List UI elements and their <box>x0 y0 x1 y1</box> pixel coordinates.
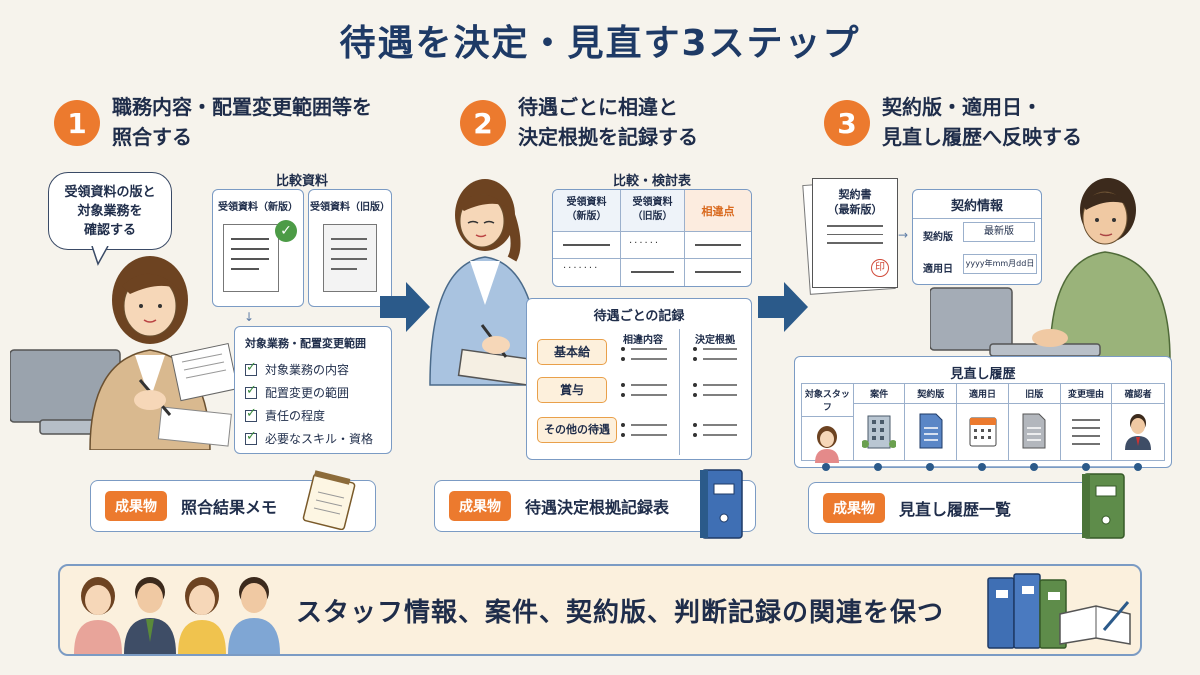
reason-lines-icon <box>1071 419 1100 445</box>
woman-writing-illustration <box>429 179 545 388</box>
arrow-right-icon <box>380 282 430 332</box>
contract-info-card: 契約情報 契約版 最新版 適用日 yyyy年mm月dd日 <box>912 189 1042 285</box>
check-item: 必要なスキル・資格 <box>245 429 381 447</box>
check-item: 責任の程度 <box>245 406 381 424</box>
step-2-title: 待遇ごとに相違と 決定根拠を記録する <box>518 95 698 149</box>
reviewer-icon <box>1125 414 1152 450</box>
scope-checklist: 対象業務・配置変更範囲 対象業務の内容 配置変更の範囲 責任の程度 必要なスキル… <box>234 326 392 454</box>
notepad-icon <box>302 470 356 530</box>
bottom-message: スタッフ情報、案件、契約版、判断記録の関連を保つ <box>296 598 945 628</box>
record-item-bonus: 賞与 <box>537 377 607 403</box>
compare-docs-title: 比較資料 <box>275 174 328 189</box>
compare-table: 受領資料（新版） 受領資料（旧版） 相違点 ······ ······· <box>552 189 752 287</box>
step-3-number: 3 <box>824 100 870 146</box>
record-lines-icon <box>621 347 737 437</box>
step-1-title: 職務内容・配置変更範囲等を 照合する <box>112 95 372 149</box>
binders-and-notebook-icon <box>987 573 1131 649</box>
team-people-icon <box>74 577 280 654</box>
calendar-icon <box>969 417 997 447</box>
binder-green-icon <box>1082 473 1125 539</box>
right-small-arrow-icon: → <box>898 228 909 242</box>
page-title: 待遇を決定・見直す3ステップ <box>339 23 861 64</box>
timeline-dots-icon <box>822 463 1142 471</box>
woman-reading-illustration <box>10 256 239 450</box>
doc-new-card: 受領資料（新版） ✓ <box>212 189 304 307</box>
doc-old-card: 受領資料（旧版） <box>308 189 392 307</box>
binder-blue-icon <box>700 469 743 539</box>
staff-woman-icon <box>815 426 840 463</box>
record-box: 待遇ごとの記録 相違内容 決定根拠 基本給 賞与 その他の待遇 <box>526 298 752 460</box>
step-2-number: 2 <box>460 100 506 146</box>
check-item: 配置変更の範囲 <box>245 383 381 401</box>
document-blue-icon <box>919 413 943 449</box>
stamp-icon: 印 <box>871 259 889 277</box>
checkmark-icon: ✓ <box>275 220 297 242</box>
compare-table-title: 比較・検討表 <box>612 174 691 189</box>
check-item: 対象業務の内容 <box>245 360 381 378</box>
man-laptop-illustration <box>930 178 1171 360</box>
step-1-number: 1 <box>54 100 100 146</box>
step-3-title: 契約版・適用日・ 見直し履歴へ反映する <box>882 95 1082 149</box>
building-icon <box>861 415 898 449</box>
deliverable-3: 成果物 見直し履歴一覧 <box>808 482 1098 534</box>
down-arrow-icon: ↓ <box>244 310 255 324</box>
record-item-base-pay: 基本給 <box>537 339 607 365</box>
history-table: 見直し履歴 対象スタッフ 案件 契約版 適用日 <box>794 356 1172 468</box>
record-item-other: その他の待遇 <box>537 417 617 443</box>
document-gray-icon <box>1022 413 1046 449</box>
arrow-right-icon <box>758 282 808 332</box>
contract-doc: 契約書 （最新版） 印 <box>812 178 898 288</box>
bubble-tail-icon <box>91 246 109 266</box>
speech-bubble: 受領資料の版と 対象業務を 確認する <box>48 172 172 250</box>
bottom-banner <box>58 564 1142 656</box>
